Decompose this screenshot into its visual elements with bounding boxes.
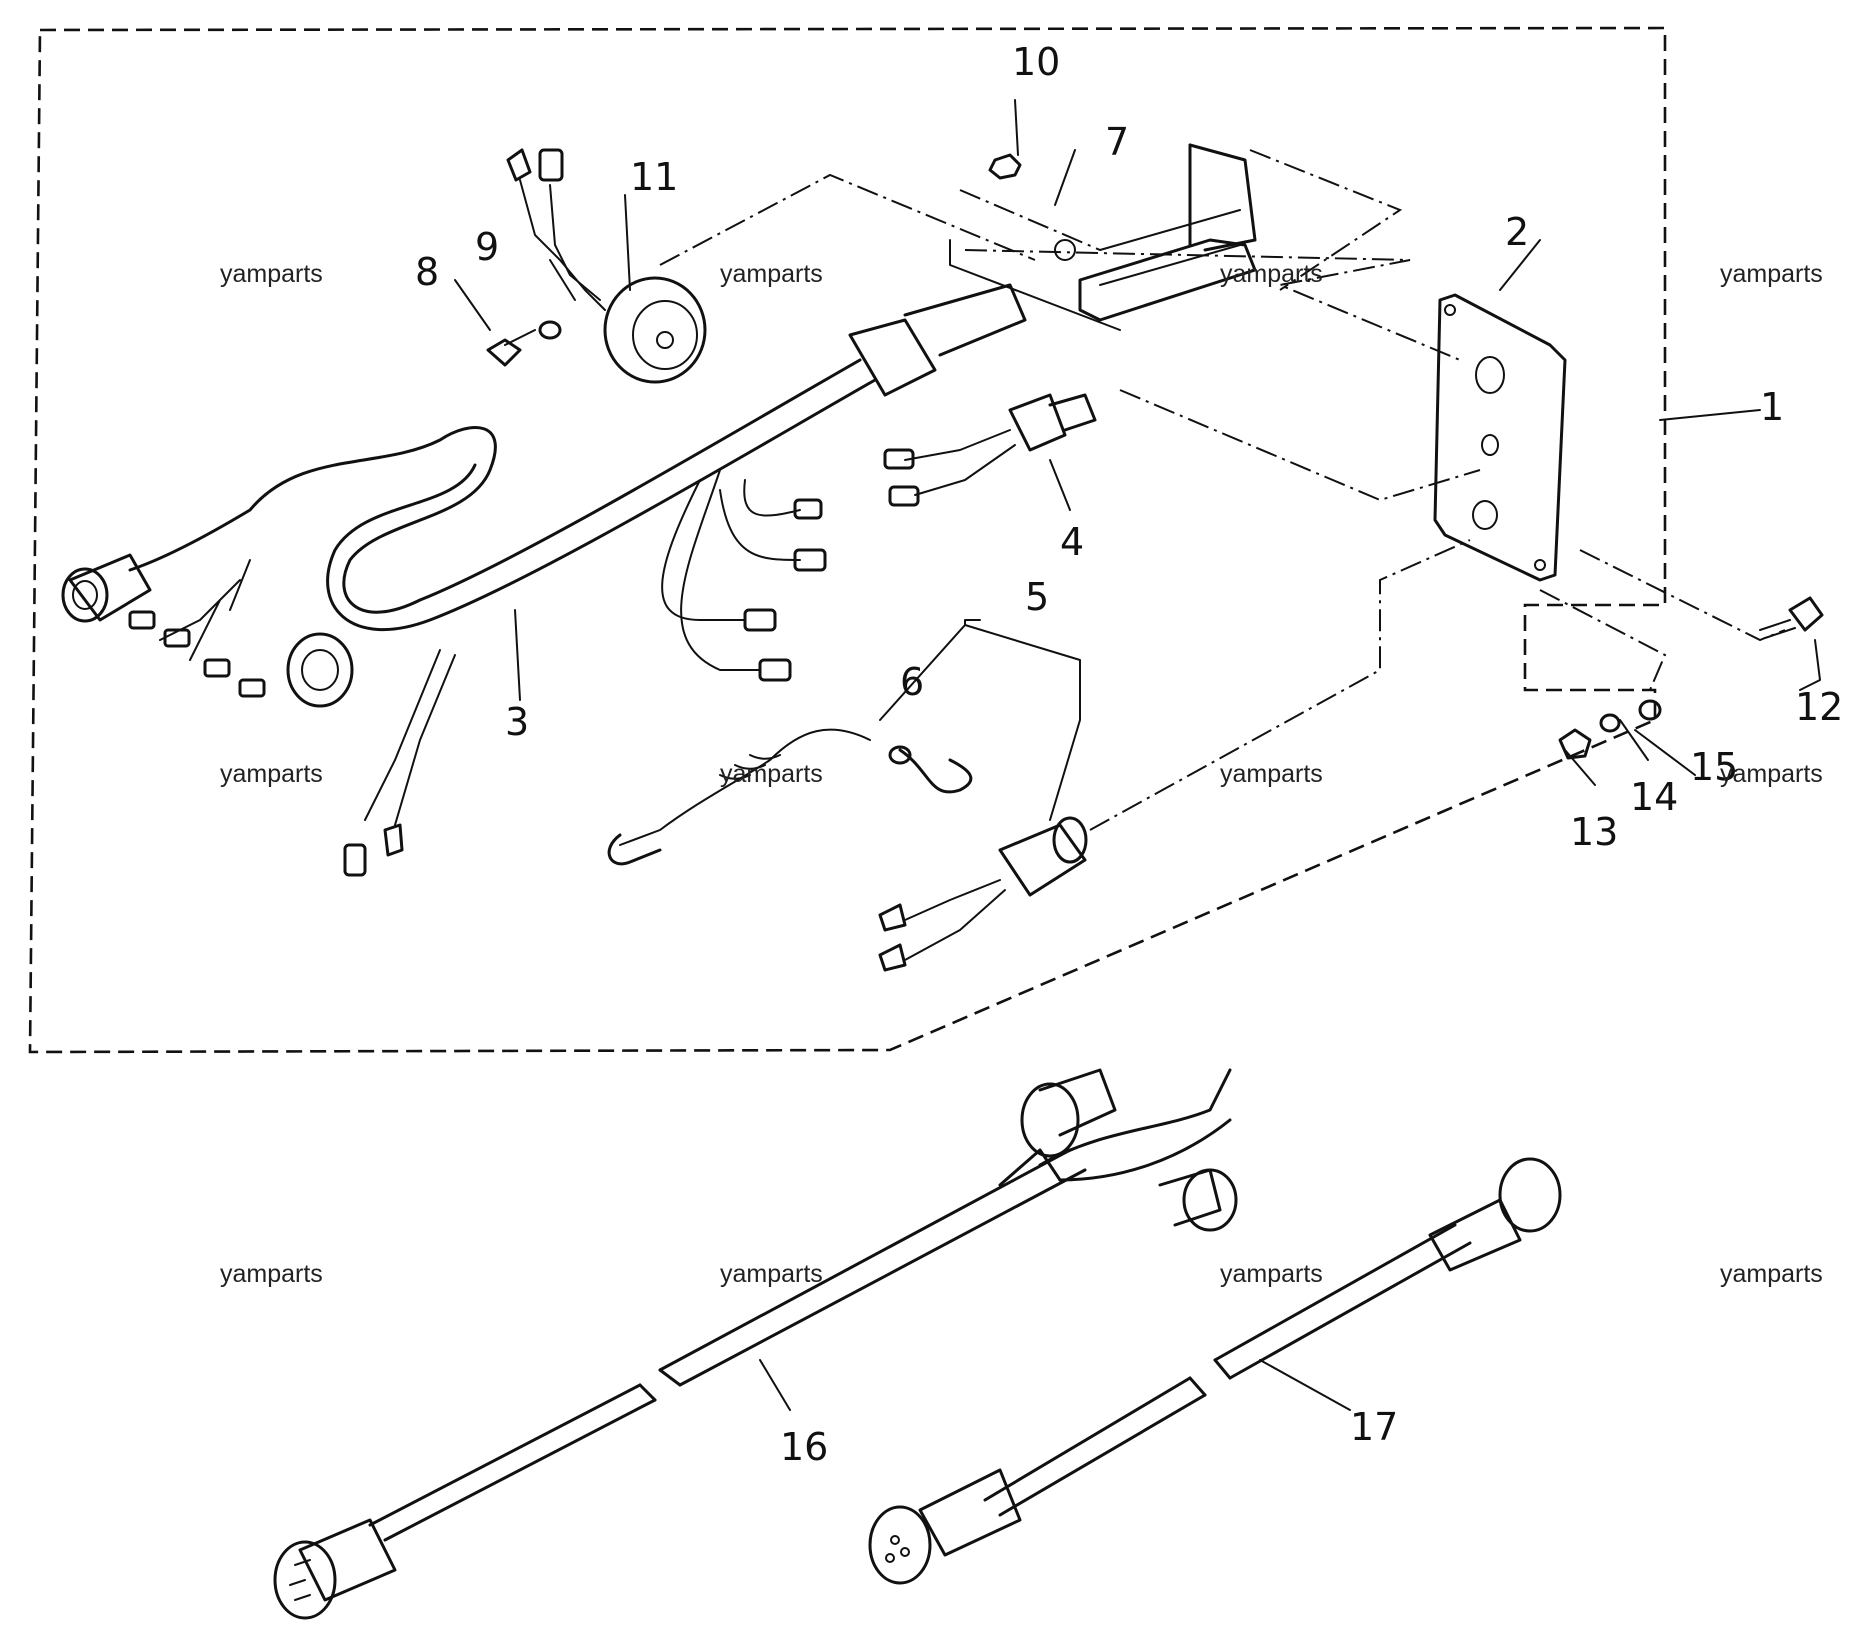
callout-labels: 1 2 3 4 5 6 7 8 9 10 11 12 13 14 15 16 1… bbox=[415, 40, 1843, 1469]
washer-part-15 bbox=[1638, 699, 1662, 721]
watermark-text: yamparts bbox=[220, 260, 323, 288]
washer-part-14 bbox=[1599, 713, 1621, 733]
callout-12: 12 bbox=[1795, 685, 1843, 729]
callout-16: 16 bbox=[780, 1425, 828, 1469]
leader-lines bbox=[454, 99, 1821, 1411]
watermark-text: yamparts bbox=[720, 260, 823, 288]
watermark-text: yamparts bbox=[220, 760, 323, 788]
callout-17: 17 bbox=[1350, 1405, 1398, 1449]
watermark-text: yamparts bbox=[1720, 1260, 1823, 1288]
wire-harness-part-3 bbox=[61, 283, 1027, 877]
callout-7: 7 bbox=[1105, 120, 1129, 164]
watermarks: yamparts yamparts yamparts yamparts yamp… bbox=[220, 260, 1823, 1288]
extension-harness-part-16 bbox=[273, 1068, 1238, 1620]
mounting-plate-part-2 bbox=[1433, 293, 1567, 582]
callout-6: 6 bbox=[900, 660, 924, 704]
watermark-text: yamparts bbox=[220, 1260, 323, 1288]
watermark-text: yamparts bbox=[1220, 760, 1323, 788]
bolt-part-12 bbox=[1759, 596, 1824, 639]
callout-10: 10 bbox=[1012, 40, 1060, 84]
switch-part-4 bbox=[883, 393, 1097, 507]
callout-8: 8 bbox=[415, 250, 439, 294]
watermark-text: yamparts bbox=[1720, 760, 1823, 788]
watermark-text: yamparts bbox=[1720, 260, 1823, 288]
callout-11: 11 bbox=[630, 155, 678, 199]
washer-part-9 bbox=[538, 320, 562, 340]
bracket-part-7 bbox=[1054, 143, 1257, 322]
screw-part-8 bbox=[486, 329, 536, 367]
callout-13: 13 bbox=[1570, 810, 1618, 854]
assembly-boundary bbox=[28, 26, 1667, 1054]
callout-15: 15 bbox=[1690, 745, 1738, 789]
callout-9: 9 bbox=[475, 225, 499, 269]
extension-cable-part-17 bbox=[868, 1157, 1562, 1585]
callout-2: 2 bbox=[1505, 210, 1529, 254]
watermark-text: yamparts bbox=[720, 1260, 823, 1288]
callout-4: 4 bbox=[1060, 520, 1084, 564]
callout-5: 5 bbox=[1025, 575, 1049, 619]
watermark-text: yamparts bbox=[1220, 1260, 1323, 1288]
callout-14: 14 bbox=[1630, 775, 1678, 819]
watermark-text: yamparts bbox=[720, 760, 823, 788]
watermark-text: yamparts bbox=[1220, 260, 1323, 288]
nut-part-13 bbox=[1558, 728, 1592, 760]
stop-switch-part-5 bbox=[878, 816, 1088, 972]
nut-part-10 bbox=[988, 153, 1022, 180]
callout-3: 3 bbox=[505, 700, 529, 744]
meter-part-11 bbox=[506, 148, 707, 384]
lanyard-part-6 bbox=[607, 728, 973, 866]
callout-1: 1 bbox=[1760, 385, 1784, 429]
